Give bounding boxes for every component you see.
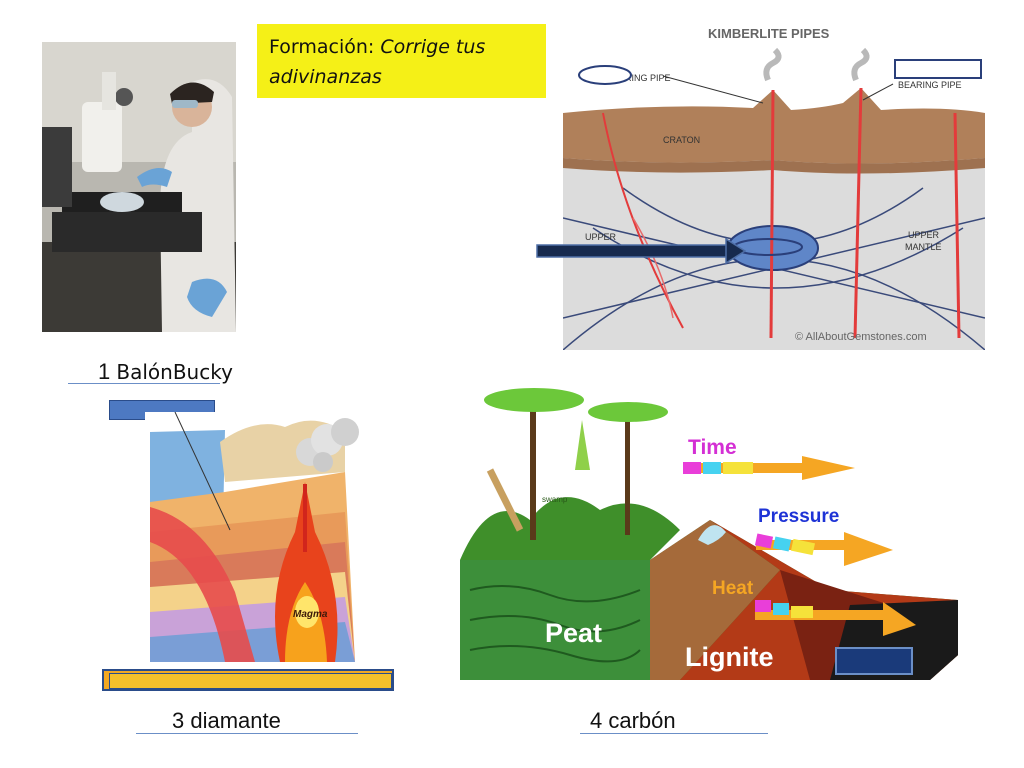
volcano-answer-box-inner	[109, 673, 392, 689]
swamp-label: swamp	[542, 495, 568, 504]
kimberlite-diagram-image: KIMBERLITE PIPES BEARING PIPE BEARING PI…	[563, 18, 985, 350]
kimberlite-upper-label: UPPER	[585, 232, 617, 242]
title-prefix: Formación:	[269, 36, 381, 58]
pressure-label: Pressure	[758, 506, 839, 527]
caption-1: 1 BalónBucky	[98, 359, 233, 385]
time-arrow	[683, 456, 855, 480]
kimberlite-diagram: KIMBERLITE PIPES BEARING PIPE BEARING PI…	[563, 18, 985, 350]
kimberlite-left-label: BEARING PIPE	[607, 73, 671, 83]
kimberlite-craton-label: CRATON	[663, 135, 700, 145]
coal-diagram: swamp Time Pressure Heat Peat	[450, 380, 960, 685]
kimberlite-upper-mantle-2: MANTLE	[905, 242, 942, 252]
kimberlite-credit: © AllAboutGemstones.com	[795, 331, 927, 343]
title-box: Formación: Corrige tus adivinanzas	[257, 24, 546, 98]
volcano-diagram-image: Magma	[145, 412, 365, 667]
peat-label: Peat	[545, 618, 602, 648]
caption-1-text: BalónBucky	[116, 360, 233, 384]
caption-3: 3 diamante	[172, 708, 281, 733]
caption-3-underline	[136, 733, 358, 734]
volcano-diagram: Magma	[145, 412, 365, 667]
caption-1-underline	[68, 383, 220, 384]
title-emphasis: Corrige tus adivinanzas	[269, 36, 486, 88]
pressure-arrow	[754, 532, 893, 566]
kimberlite-right-label: BEARING PIPE	[898, 80, 962, 90]
diamond-pointer-arrow	[536, 237, 747, 265]
kimberlite-heading: KIMBERLITE PIPES	[708, 26, 830, 41]
magma-label: Magma	[293, 609, 328, 620]
caption-1-number: 1	[98, 359, 111, 384]
microscope-photo-image	[42, 42, 236, 332]
coal-answer-box	[835, 647, 913, 675]
caption-4-underline	[580, 733, 768, 734]
lignite-label: Lignite	[685, 642, 774, 672]
heat-label: Heat	[712, 578, 754, 599]
caption-4: 4 carbón	[590, 708, 676, 733]
kimberlite-upper-mantle-1: UPPER	[908, 230, 940, 240]
left-pipe-highlight-oval	[578, 65, 632, 85]
coal-diagram-image: swamp Time Pressure Heat Peat	[450, 380, 960, 685]
microscope-photo	[42, 42, 236, 332]
heat-arrow	[755, 600, 916, 636]
right-pipe-highlight-box	[894, 59, 982, 79]
time-label: Time	[688, 436, 737, 459]
